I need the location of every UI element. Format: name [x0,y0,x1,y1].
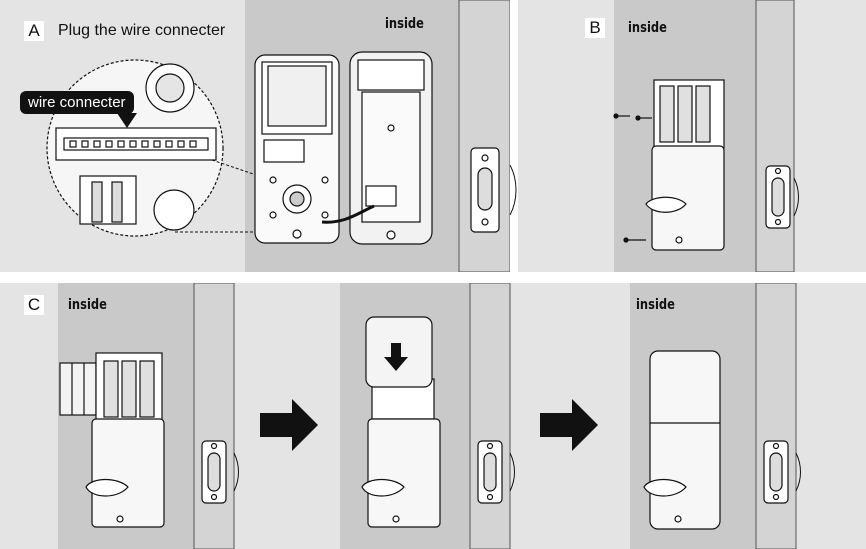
instruction-panel-c: C inside inside [0,283,866,549]
inside-label-c3: inside [636,297,675,313]
strike-plate-c2 [477,440,503,504]
step-c-label: C [24,295,44,315]
instruction-panel-ab: A Plug the wire connecter wire connecter… [0,0,866,272]
wire-cable [321,204,375,224]
door-frame-c2 [469,283,511,549]
assembly-illustration-c [58,283,801,549]
door-frame-c1 [193,283,235,549]
interior-lock-c2 [361,378,441,528]
door-swing-c1 [233,452,239,492]
inside-label-c1: inside [68,297,107,313]
door-frame-b [755,0,795,272]
step-a-label: A [24,21,44,41]
wire-connecter-callout: wire connecter [20,91,134,114]
right-arrow-icon-1 [260,399,318,451]
interior-back-plate [254,54,340,244]
door-swing-c3 [795,452,801,492]
strike-plate-a [470,147,500,233]
door-swing-b [793,177,799,217]
step-a-title: Plug the wire connecter [58,22,226,39]
door-frame-c3 [755,283,797,549]
interior-lock-b [645,79,725,251]
interior-lock-c3 [643,350,721,530]
assembly-illustration-ab [46,0,799,272]
strike-plate-b [765,165,791,229]
strike-plate-c1 [201,440,227,504]
gap-divider [510,0,518,272]
callout-pointer [117,113,137,128]
inside-label-a: inside [385,16,424,32]
interior-cover [349,51,433,245]
step-b-label: B [585,18,605,38]
door-swing-c2 [509,452,515,492]
screws-b [613,113,652,243]
interior-lock-c1 [85,352,165,528]
magnifier [46,59,224,237]
down-arrow-icon [384,343,408,371]
connector-pins [69,140,197,148]
right-arrow-icon-2 [540,399,598,451]
inside-label-b: inside [628,20,667,36]
strike-plate-c3 [763,440,789,504]
door-swing-a [509,164,517,216]
